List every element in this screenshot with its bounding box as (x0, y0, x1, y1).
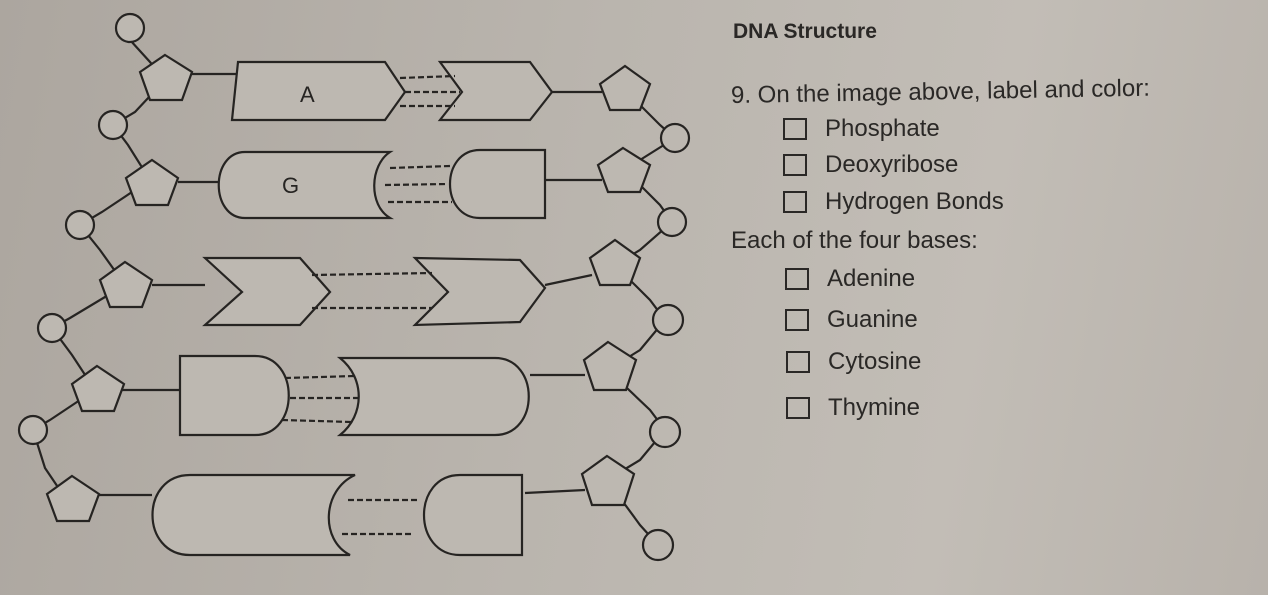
deoxyribose-icon (124, 158, 180, 207)
base-partner-shape (449, 148, 547, 220)
item-label: Deoxyribose (825, 151, 959, 178)
deoxyribose-icon (138, 53, 194, 102)
deoxyribose-icon (98, 260, 154, 309)
checklist-item-thymine[interactable]: Thymine (786, 394, 920, 422)
checkbox[interactable] (783, 191, 807, 213)
base-shape (178, 354, 290, 437)
phosphate-icon (97, 109, 129, 141)
checkbox[interactable] (783, 154, 807, 176)
deoxyribose-icon (580, 454, 636, 507)
hydrogen-bonds (311, 271, 433, 310)
base-guanine-shape (217, 150, 395, 220)
base-partner-shape (336, 356, 530, 437)
phosphate-icon (64, 209, 96, 241)
checkbox[interactable] (786, 351, 810, 373)
phosphate-icon (36, 312, 68, 344)
deoxyribose-icon (588, 238, 642, 287)
phosphate-icon (648, 415, 682, 449)
phosphate-icon (656, 206, 688, 238)
checklist-item-phosphate[interactable]: Phosphate (783, 115, 940, 143)
deoxyribose-icon (45, 474, 101, 523)
checklist-item-guanine[interactable]: Guanine (785, 306, 918, 334)
item-label: Thymine (828, 394, 921, 421)
question-text: 9. On the image above, label and color: (730, 74, 1151, 109)
checkbox[interactable] (785, 309, 809, 331)
item-label: Guanine (827, 306, 918, 333)
hydrogen-bonds (384, 164, 452, 204)
base-pair-2 (217, 148, 547, 220)
checkbox[interactable] (786, 397, 810, 419)
base-pair-4 (178, 354, 530, 437)
dna-diagram: A G (17, 12, 691, 562)
base-partner-shape (422, 473, 524, 557)
base-label-g: G (282, 173, 299, 198)
deoxyribose-icon (596, 146, 652, 194)
base-label-a: A (300, 82, 315, 107)
phosphate-icon (17, 414, 49, 446)
checklist-item-deoxyribose[interactable]: Deoxyribose (783, 151, 958, 179)
phosphate-icon (641, 528, 675, 562)
checkbox[interactable] (783, 118, 807, 140)
base-shape (151, 473, 356, 557)
item-label: Cytosine (828, 348, 922, 375)
deoxyribose-icon (582, 340, 638, 392)
base-adenine-shape (230, 60, 407, 122)
deoxyribose-icon (70, 364, 126, 413)
checkbox[interactable] (785, 268, 809, 290)
deoxyribose-icon (598, 64, 652, 112)
item-label: Phosphate (825, 115, 940, 142)
base-pair-5 (151, 473, 524, 557)
item-label: Hydrogen Bonds (825, 188, 1004, 215)
hydrogen-bonds (399, 74, 460, 108)
phosphate-icon (114, 12, 146, 44)
hydrogen-bonds (342, 498, 420, 536)
base-pair-1 (230, 60, 554, 122)
checklist-item-hydrogen-bonds[interactable]: Hydrogen Bonds (783, 188, 1004, 216)
bases-heading: Each of the four bases: (731, 227, 978, 254)
hydrogen-bonds (281, 374, 360, 424)
sugar-base-links (98, 72, 602, 497)
base-pair-3 (202, 256, 547, 327)
base-partner-shape (437, 60, 554, 122)
base-shape (202, 256, 332, 327)
item-label: Adenine (827, 265, 916, 292)
phosphate-icon (659, 122, 691, 154)
checklist-item-adenine[interactable]: Adenine (785, 265, 915, 293)
phosphate-circles (17, 12, 691, 562)
worksheet-title: DNA Structure (733, 20, 877, 43)
phosphate-icon (651, 303, 685, 337)
deoxyribose-pentagons (45, 53, 652, 523)
base-partner-shape (412, 256, 547, 327)
left-backbone (31, 39, 167, 506)
checklist-item-cytosine[interactable]: Cytosine (786, 348, 921, 376)
